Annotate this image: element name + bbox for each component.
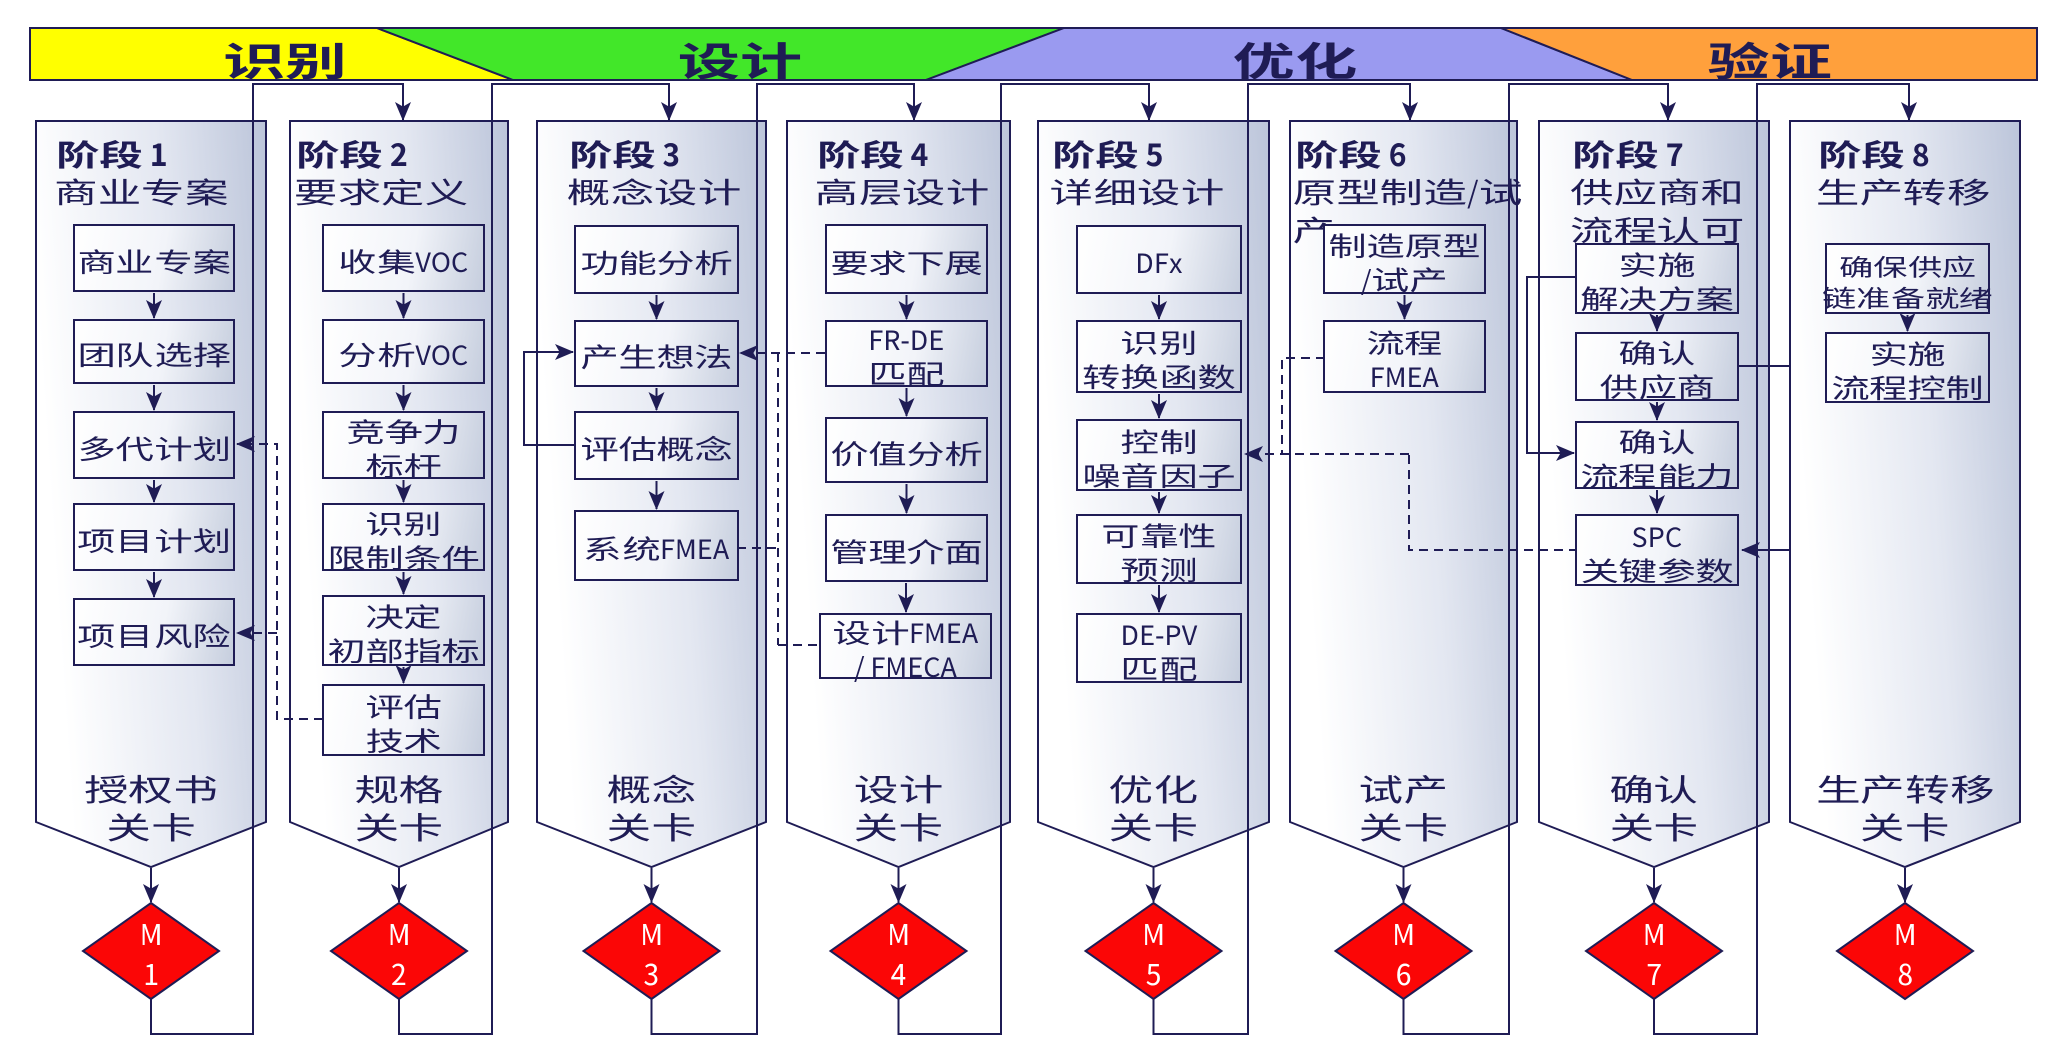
gate-label-2: 规格关卡: [354, 765, 444, 848]
phase-7-subtitle: 供应商和流程认可: [1569, 170, 1745, 250]
milestone-diamond-1: [81, 901, 221, 1001]
process-box-2-5: 决定初部指标: [322, 595, 485, 666]
process-box-2-2: 分析VOC: [322, 319, 485, 384]
milestone-diamond-3: [581, 901, 722, 1001]
phase-6-subtitle: 原型制造/试产: [1292, 170, 1522, 250]
process-box-1-4: 项目计划: [73, 503, 235, 571]
process-box-5-4: 可靠性预测: [1076, 514, 1242, 584]
phase-3-subtitle: 概念设计: [566, 170, 742, 212]
process-box-5-1: DFx: [1076, 225, 1242, 294]
milestone-diamond-8: [1835, 901, 1975, 1001]
process-fmea-feedback: [1281, 357, 1325, 454]
process-box-1-2: 团队选择: [73, 319, 235, 384]
process-box-7-3: 确认流程能力: [1575, 421, 1739, 489]
milestone-diamond-2: [329, 901, 469, 1001]
process-box-4-1: 要求下展: [825, 224, 988, 294]
phase-8-subtitle: 生产转移: [1815, 170, 1991, 212]
process-box-4-4: 管理介面: [825, 514, 988, 582]
phase-6-title: 阶段 6: [1295, 131, 1407, 175]
banner-phase-design-label: 设计: [678, 30, 802, 88]
concept-iterate-loop: [523, 344, 574, 446]
gate-label-6: 试产关卡: [1358, 765, 1449, 848]
process-box-2-6: 评估技术: [322, 684, 485, 756]
process-box-8-1: 确保供应链准备就绪: [1822, 243, 1993, 314]
banner-phase-optimize-label: 优化: [1233, 30, 1357, 88]
process-box-4-3: 价值分析: [825, 417, 988, 483]
gate-to-next-phase-line-6: [1402, 83, 1676, 1035]
phase-1-title: 阶段 1: [56, 131, 168, 175]
gate-to-next-phase-line-4: [897, 83, 1157, 1035]
phase-8-title: 阶段 8: [1818, 131, 1930, 175]
gate-to-next-phase-line-3: [650, 83, 922, 1035]
gate-to-next-phase-line-2: [398, 83, 677, 1035]
phase-7-title: 阶段 7: [1572, 131, 1684, 175]
process-box-7-1: 实施解决方案: [1575, 243, 1739, 314]
gate-to-next-phase-line-7: [1653, 83, 1917, 1035]
process-box-1-3: 多代计划: [73, 411, 235, 479]
phase-2-title: 阶段 2: [296, 131, 408, 175]
spc-feedback: [1408, 454, 1578, 551]
phase-column-8-shape: [1789, 120, 2021, 869]
process-box-2-1: 收集VOC: [322, 224, 485, 292]
phase-5-subtitle: 详细设计: [1049, 170, 1225, 212]
banner-phase-verify-label: 验证: [1708, 30, 1832, 88]
phase-column-6-shape: [1289, 120, 1518, 869]
gate-label-3: 概念关卡: [606, 765, 697, 848]
phase-column-4-shape: [786, 120, 1011, 869]
solution-to-capability-loop: [1526, 276, 1575, 461]
banner-phase-verify-shape: [1500, 27, 2038, 81]
process-box-2-3: 竞争力标杆: [322, 411, 485, 479]
process-box-3-4: 系统FMEA: [574, 510, 739, 581]
process-box-6-1: 制造原型/试产: [1323, 224, 1486, 295]
process-box-1-1: 商业专案: [73, 224, 235, 292]
gate-label-1: 授权书关卡: [84, 765, 218, 848]
process-box-1-5: 项目风险: [73, 598, 235, 666]
gate-label-8: 生产转移关卡: [1815, 765, 1995, 848]
tech-eval-feedback-upper: [236, 436, 323, 720]
process-box-4-5: 设计FMEA/ FMECA: [819, 613, 992, 682]
banner-phase-identify-label: 识别: [223, 30, 347, 88]
phase-4-subtitle: 高层设计: [814, 170, 990, 212]
process-box-2-4: 识别限制条件: [322, 503, 485, 571]
phase-1-subtitle: 商业专案: [53, 170, 229, 212]
process-box-7-2: 确认供应商: [1575, 332, 1739, 401]
process-box-3-1: 功能分析: [574, 225, 739, 294]
gate-label-5: 优化关卡: [1108, 765, 1199, 848]
milestone-diamond-4: [828, 901, 969, 1001]
gate-to-next-phase-line-1: [150, 83, 411, 1035]
process-box-3-2: 产生想法: [574, 320, 739, 387]
milestone-diamond-6: [1333, 901, 1474, 1001]
gate-label-4: 设计关卡: [853, 765, 944, 848]
phase-5-title: 阶段 5: [1052, 131, 1164, 175]
phase-3-title: 阶段 3: [569, 131, 681, 175]
phase-4-title: 阶段 4: [817, 131, 929, 175]
process-box-8-2: 实施流程控制: [1825, 332, 1990, 403]
process-box-5-2: 识别转换函数: [1076, 320, 1242, 393]
milestone-diamond-5: [1083, 901, 1224, 1001]
gate-to-next-phase-line-5: [1152, 83, 1418, 1035]
process-box-5-3: 控制噪音因子: [1076, 419, 1242, 491]
phase-2-subtitle: 要求定义: [293, 170, 469, 212]
gate-label-7: 确认关卡: [1609, 765, 1699, 848]
process-box-3-3: 评估概念: [574, 411, 739, 480]
milestone-diamond-7: [1584, 901, 1724, 1001]
